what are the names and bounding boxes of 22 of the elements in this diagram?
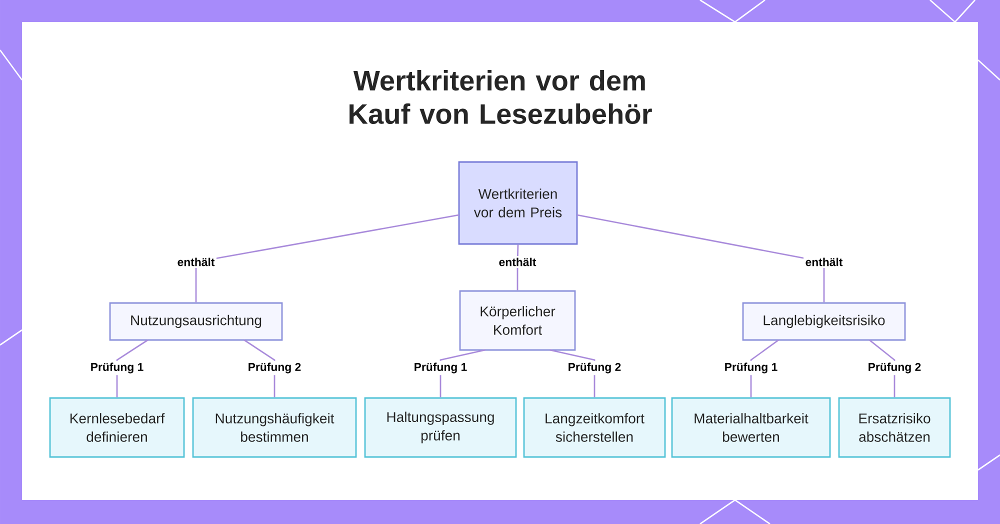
task-box: Ersatzrisiko abschätzen bbox=[838, 397, 951, 458]
task-box: Haltungspassung prüfen bbox=[364, 397, 517, 458]
connector-line bbox=[576, 214, 825, 302]
category-box: Nutzungsausrichtung bbox=[109, 302, 283, 341]
edge-label: Prüfung 1 bbox=[88, 360, 146, 376]
edge-label: enthält bbox=[804, 256, 844, 268]
edge-label: enthält bbox=[176, 256, 216, 268]
edge-label: Prüfung 2 bbox=[246, 360, 303, 376]
title: Wertkriterien vor dem Kauf von Lesezubehör bbox=[350, 70, 652, 124]
category-box: Körperlicher Komfort bbox=[459, 290, 576, 351]
edge-label: Prüfung 1 bbox=[412, 360, 469, 376]
task-box: Materialhaltbarkeit bewerten bbox=[671, 397, 831, 458]
root-box: Wertkriterien vor dem Preis bbox=[458, 161, 578, 245]
edge-label: enthält bbox=[497, 256, 538, 268]
task-box: Nutzungshäufigkeit bestimmen bbox=[192, 397, 357, 458]
edge-label: Prüfung 2 bbox=[866, 360, 923, 376]
edge-label: Prüfung 2 bbox=[566, 360, 623, 376]
task-box: Langzeitkomfort sicherstellen bbox=[523, 397, 666, 458]
edge-label: Prüfung 1 bbox=[722, 360, 780, 376]
connector-line bbox=[195, 214, 460, 302]
task-box: Kernlesebedarf definieren bbox=[49, 397, 185, 458]
category-box: Langlebigkeitsrisiko bbox=[742, 302, 906, 341]
